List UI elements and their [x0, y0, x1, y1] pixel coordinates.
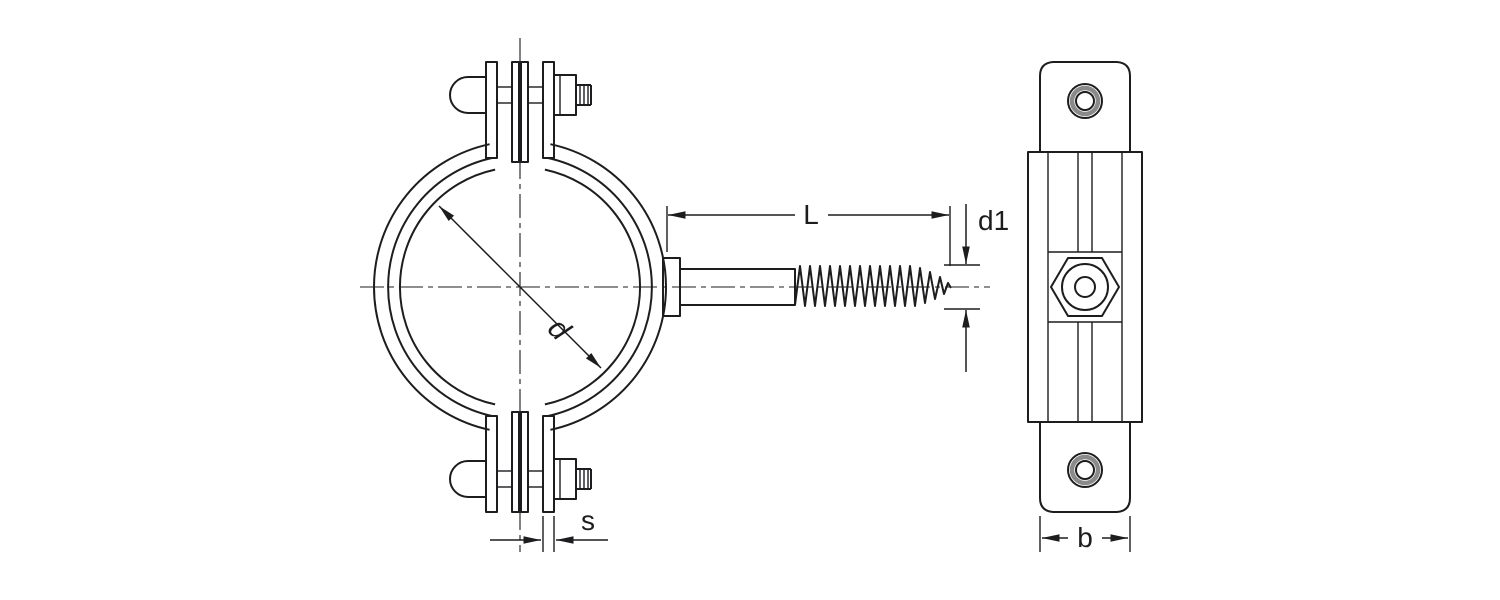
center-hex-nut [1050, 257, 1120, 317]
flange-plate [511, 61, 520, 163]
bolt-shaft [497, 470, 543, 488]
diameter-arrow-lower [519, 286, 602, 369]
hex-nut-side [553, 74, 577, 116]
liner-left-arc [387, 156, 493, 418]
inner-bore-left-arc [398, 168, 496, 406]
hex-nut-side [553, 458, 577, 500]
bolt-thread-stub [576, 84, 592, 106]
band-outline [1027, 151, 1143, 423]
nut-bore-circle [1074, 276, 1096, 298]
bolt-shaft [497, 86, 543, 104]
mounting-hole-top [1067, 83, 1103, 119]
inner-bore-right-arc [544, 168, 642, 406]
front-view-pipe-clamp [373, 61, 952, 513]
nut-chamfer-circle [1061, 263, 1109, 311]
top-tab-outline [1039, 61, 1131, 152]
bolt-head [449, 76, 487, 114]
bolt-head [449, 460, 487, 498]
flange-plate [542, 415, 555, 513]
hex-nut-outline [1050, 257, 1120, 317]
dim-label-b: b [1077, 522, 1093, 553]
dimension-screw-diameter: d1 [944, 204, 1009, 372]
dim-label-s: s [581, 505, 595, 536]
flange-plate [485, 415, 498, 513]
screw-shank [679, 268, 796, 306]
bolt-thread-stub [576, 468, 592, 490]
dimension-band-thickness: s [490, 505, 608, 552]
liner-right-arc [547, 156, 653, 418]
screw-thread [794, 265, 952, 307]
side-view-bracket [1027, 61, 1143, 513]
bottom-tab-outline [1039, 422, 1131, 513]
flange-plate [511, 411, 520, 513]
hanger-screw [679, 265, 952, 307]
dim-label-d1: d1 [978, 205, 1009, 236]
dimension-bracket-width: b [1039, 516, 1131, 553]
outer-band-right-arc [550, 143, 667, 431]
flange-plate [520, 61, 529, 163]
dimension-screw-length: L [666, 199, 951, 266]
flange-plate [542, 61, 555, 159]
clamp-ring [373, 143, 681, 431]
outer-band-left-arc [373, 143, 490, 431]
bottom-bolt-assembly [449, 411, 592, 513]
flange-plate [520, 411, 529, 513]
top-bolt-assembly [449, 61, 592, 163]
mounting-hole-bottom [1067, 452, 1103, 488]
diameter-arrow-upper [438, 205, 521, 288]
dim-label-d: d [541, 312, 577, 348]
flange-plate [485, 61, 498, 159]
band-edge-lines [1047, 152, 1123, 422]
dim-label-L: L [803, 199, 819, 230]
